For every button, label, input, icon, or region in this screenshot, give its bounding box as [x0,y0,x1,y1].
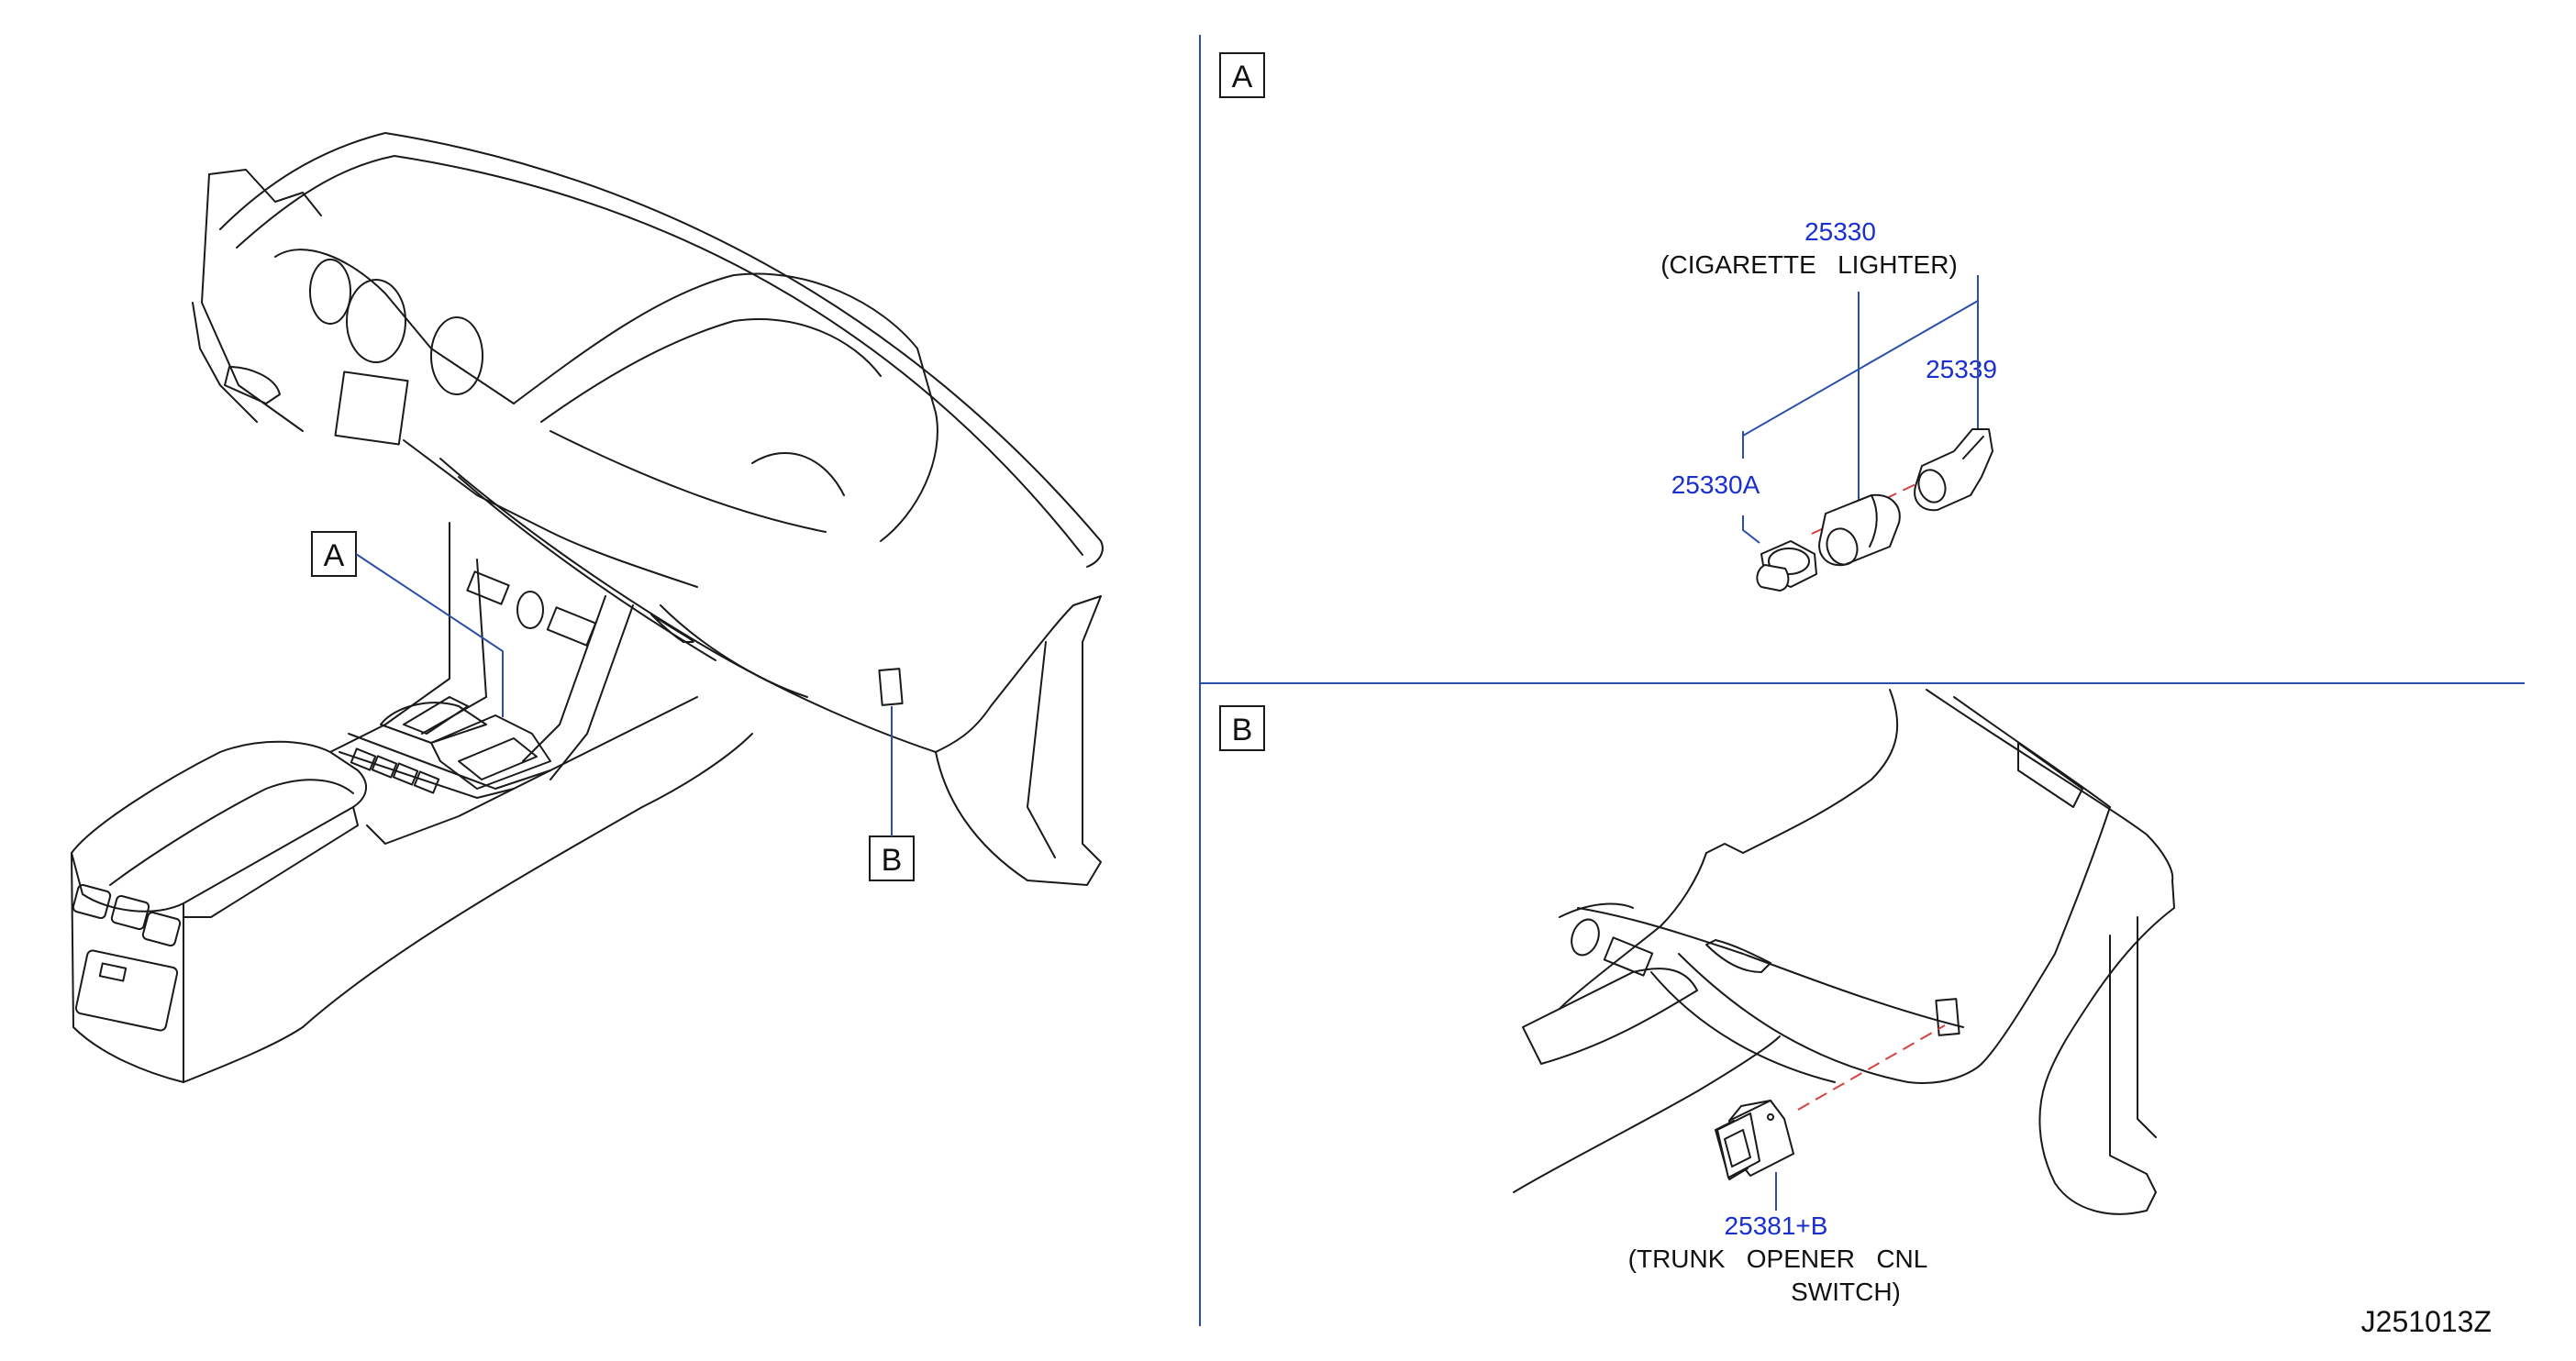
overview-callout-a[interactable]: A [311,531,504,717]
callout-box-a [311,531,357,577]
assembly-dash-b [1797,1024,1946,1111]
lighter-socket-drawing [1914,428,1993,512]
view-b-label: B [1232,713,1253,747]
diagram-code: J251013Z [2361,1305,2492,1338]
view-a-label-box [1219,52,1265,98]
dashboard-detail-drawing [1513,689,2175,1215]
part-desc-trunk-line2: SWITCH) [1791,1278,1901,1306]
view-b-label-box [1219,705,1265,751]
part-desc-cigarette-lighter: (CIGARETTE LIGHTER) [1660,250,1958,279]
callout-box-b [869,835,915,881]
part-number-25381b[interactable]: 25381+B [1725,1212,1828,1240]
part-desc-trunk-line1: (TRUNK OPENER CNL [1628,1245,1928,1273]
part-number-25339[interactable]: 25339 [1926,355,1997,383]
view-a-panel: A 25330 (CIGARETTE LIGHTER) 25339 25330A [1219,52,1997,592]
lighter-knob-drawing [1756,540,1817,592]
lighter-body-drawing [1818,493,1901,567]
trunk-switch-drawing [1715,1100,1794,1180]
part-number-25330a[interactable]: 25330A [1671,470,1760,499]
part-number-25330[interactable]: 25330 [1804,217,1876,246]
callout-label-b: B [882,843,903,878]
leader-25330a [1742,515,1760,544]
callout-label-a: A [324,538,345,573]
dashboard-overview-drawing [71,132,1104,1083]
overview-callout-b[interactable]: B [869,706,915,881]
view-a-label: A [1232,60,1253,94]
leader-line-a [355,553,504,717]
view-b-panel: B [1219,689,2175,1306]
